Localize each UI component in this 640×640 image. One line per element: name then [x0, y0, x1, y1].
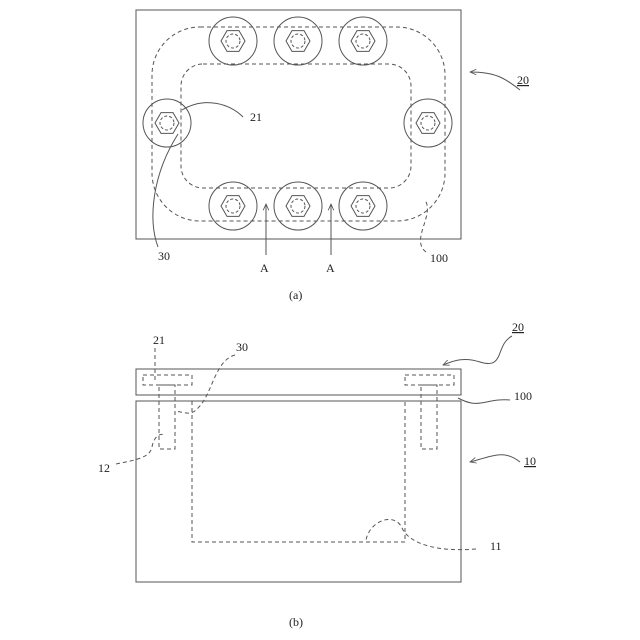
- caption-b: (b): [289, 615, 303, 629]
- label-12-b: 12: [98, 461, 110, 475]
- leader-11-b: [366, 519, 476, 549]
- bolt-bottom-1: [209, 182, 257, 230]
- bolt-right-section: [405, 375, 454, 449]
- leader-100-a: [420, 200, 427, 252]
- bolt-bottom-2: [274, 182, 322, 230]
- label-section-a-right: A: [326, 261, 335, 275]
- bolt-group: [143, 17, 452, 230]
- cavity: [192, 401, 405, 542]
- label-20-a: 20: [517, 73, 529, 87]
- leader-20-a: [470, 72, 520, 90]
- bolt-left-section: [143, 375, 192, 449]
- plate-outline-a: [136, 10, 461, 239]
- seal-ring-outer: [152, 27, 445, 221]
- label-100-b: 100: [514, 389, 532, 403]
- bolt-bottom-3: [339, 182, 387, 230]
- bolt-right: [404, 99, 452, 147]
- label-100-a: 100: [430, 251, 448, 265]
- label-21-a: 21: [250, 110, 262, 124]
- label-11-b: 11: [490, 539, 502, 553]
- leader-20-b: [443, 336, 512, 365]
- label-30-b: 30: [236, 340, 248, 354]
- bolt-top-3: [339, 17, 387, 65]
- leader-10-b: [470, 455, 520, 462]
- leader-12-b: [116, 434, 165, 464]
- bolt-top-1: [209, 17, 257, 65]
- caption-a: (a): [289, 288, 302, 302]
- leader-100-b: [458, 398, 510, 403]
- label-20-b: 20: [512, 320, 524, 334]
- leader-30-b: [176, 355, 235, 413]
- leader-30-a: [153, 134, 178, 247]
- bolt-left: [143, 99, 191, 147]
- figure-b: [116, 336, 520, 582]
- bolt-top-2: [274, 17, 322, 65]
- label-section-a-left: A: [260, 261, 269, 275]
- inner-opening: [181, 64, 411, 188]
- figure-a: [136, 10, 520, 255]
- base-body: [136, 401, 461, 582]
- label-30-a: 30: [158, 249, 170, 263]
- leader-21-a: [182, 103, 243, 117]
- cover-plate: [136, 369, 461, 395]
- label-21-b: 21: [153, 333, 165, 347]
- label-10-b: 10: [524, 454, 536, 468]
